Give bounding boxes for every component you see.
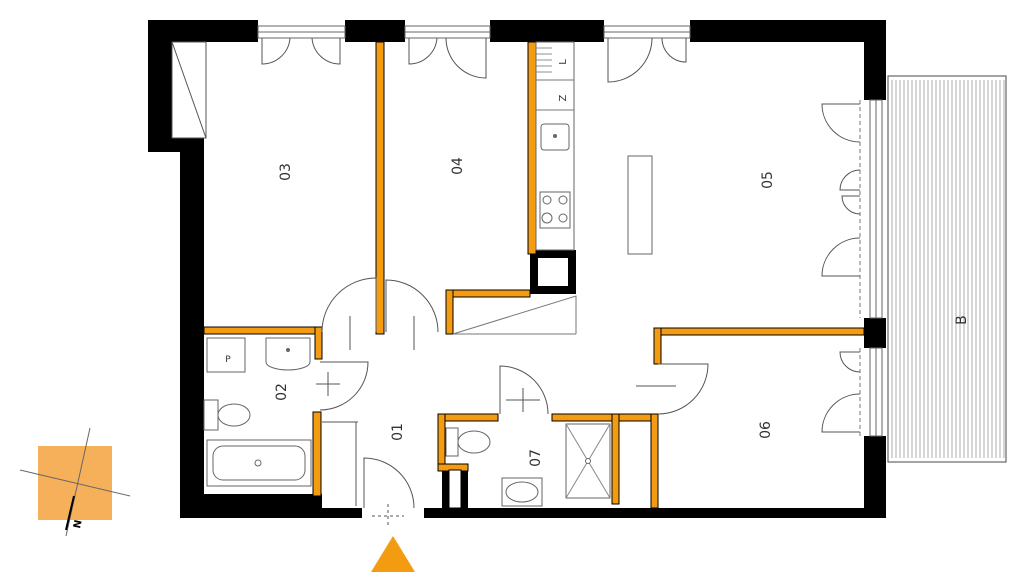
exterior-walls bbox=[148, 20, 886, 518]
windows bbox=[257, 25, 883, 437]
wardrobe bbox=[171, 41, 207, 139]
room-label-01: 01 bbox=[390, 423, 406, 441]
room-label-02: 02 bbox=[274, 383, 290, 401]
room-label-04: 04 bbox=[450, 157, 466, 175]
room-label-balcony: B bbox=[954, 315, 970, 325]
toilet-02 bbox=[217, 403, 251, 427]
triangle-up-icon bbox=[371, 536, 415, 572]
toilet-07 bbox=[457, 430, 491, 454]
washbasin-02 bbox=[265, 337, 311, 371]
room-label-07: 07 bbox=[528, 449, 544, 467]
bathroom-07-fixtures bbox=[445, 423, 611, 507]
interior-partitions bbox=[203, 41, 865, 509]
room-label-06: 06 bbox=[758, 421, 774, 439]
room-label-03: 03 bbox=[278, 163, 294, 181]
kitchen-label-z: Z bbox=[558, 94, 569, 101]
hall-diagonal bbox=[452, 295, 577, 335]
north-arrow-icon: N bbox=[19, 427, 131, 537]
kitchen-island bbox=[627, 155, 653, 255]
balcony: B bbox=[887, 75, 1007, 463]
kitchen-counter: L Z bbox=[535, 41, 575, 251]
door-leaf-lines bbox=[316, 316, 676, 528]
compass-north-label: N bbox=[72, 519, 85, 530]
doors bbox=[261, 37, 861, 509]
room-labels: 03 04 05 02 01 07 06 bbox=[274, 157, 776, 467]
washer bbox=[206, 337, 246, 373]
bathroom-02-fixtures: P bbox=[203, 337, 312, 487]
kitchen-label-l: L bbox=[558, 59, 569, 65]
bath-label-p: P bbox=[225, 355, 231, 365]
room-label-05: 05 bbox=[760, 171, 776, 189]
